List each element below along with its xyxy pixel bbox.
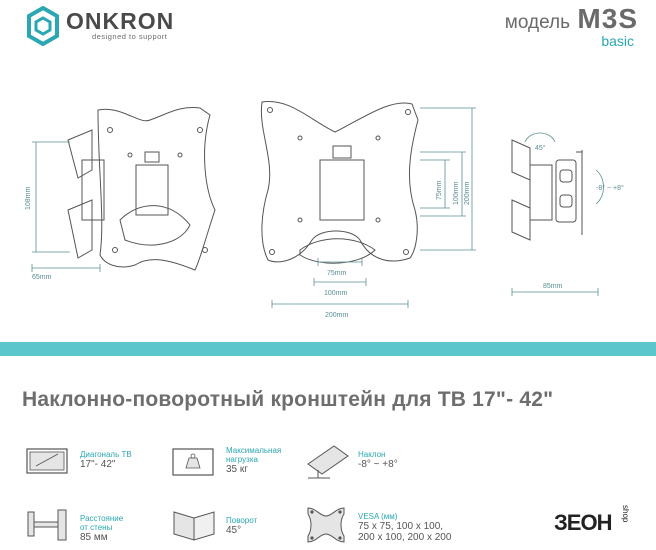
dim-front-v100: 100mm — [453, 181, 460, 205]
dim-front-100: 100mm — [324, 290, 348, 297]
vesa-icon — [307, 507, 345, 543]
spec-wall-distance: Расстояние от стены 85 мм — [80, 514, 123, 543]
spec-value: 75 x 75, 100 x 100, — [358, 521, 444, 532]
spec-label: от стены — [80, 523, 113, 532]
spec-tilt: Наклон -8° ~ +8° — [358, 450, 398, 470]
technical-drawing: 108mm 65mm 75mm 100mm 200mm 75mm 100mm 2… — [25, 101, 624, 319]
zeon-logo-text: ЗЕОН — [554, 510, 612, 535]
dim-side-depth: 65mm — [32, 274, 52, 281]
model-name: M3S — [577, 3, 638, 34]
dim-tilt-range: -8° ~ +8° — [596, 184, 624, 192]
spec-tv-diagonal: Диагональ ТВ 17"- 42" — [80, 450, 132, 470]
zeon-shop-logo: ЗЕОН shop — [554, 505, 647, 536]
brand-tagline: designed to support — [92, 32, 168, 41]
spec-value: 35 кг — [226, 464, 248, 475]
spec-label: Диагональ ТВ — [80, 450, 132, 459]
spec-label: Наклон — [358, 450, 386, 459]
brand-name: ONKRON — [66, 8, 175, 34]
spec-label: Максимальная — [226, 446, 282, 455]
spec-label: Расстояние — [80, 514, 124, 523]
right-side-bracket-icon — [511, 139, 583, 241]
swivel-icon — [173, 511, 215, 541]
spec-value: 200 x 100, 200 x 200 — [358, 532, 452, 543]
model-variant: basic — [601, 33, 634, 49]
model-prefix: модель — [504, 12, 570, 33]
dim-front-200: 200mm — [325, 312, 349, 319]
spec-swivel: Поворот 45° — [226, 516, 257, 536]
tilt-icon — [307, 445, 349, 479]
spec-value: 17"- 42" — [80, 459, 116, 470]
dim-front-75: 75mm — [327, 270, 347, 277]
divider-band — [0, 342, 656, 356]
spec-label: Поворот — [226, 516, 258, 525]
onkron-logo-icon — [27, 6, 59, 46]
spec-value: 85 мм — [80, 532, 108, 543]
wall-distance-icon — [27, 509, 67, 541]
dim-swivel-angle: 45° — [535, 144, 546, 152]
spec-value: 45° — [226, 525, 242, 536]
zeon-logo-suffix: shop — [620, 505, 630, 523]
max-load-icon — [172, 448, 214, 476]
dim-front-v200: 200mm — [464, 181, 471, 205]
dim-front-v75: 75mm — [436, 180, 443, 200]
spec-vesa: VESA (мм) 75 x 75, 100 x 100, 200 x 100,… — [358, 512, 451, 543]
spec-max-load: Максимальная нагрузка 35 кг — [226, 446, 281, 475]
product-title: Наклонно-поворотный кронштейн для ТВ 17"… — [22, 388, 554, 411]
spec-value: -8° ~ +8° — [358, 459, 398, 470]
dim-right-depth: 85mm — [543, 283, 563, 290]
tv-diagonal-icon — [26, 448, 68, 474]
dim-side-height: 108mm — [25, 186, 32, 210]
spec-label: нагрузка — [226, 455, 258, 464]
front-view-bracket-icon — [260, 101, 419, 264]
side-view-bracket-icon — [67, 106, 216, 271]
spec-label: VESA (мм) — [358, 512, 398, 521]
